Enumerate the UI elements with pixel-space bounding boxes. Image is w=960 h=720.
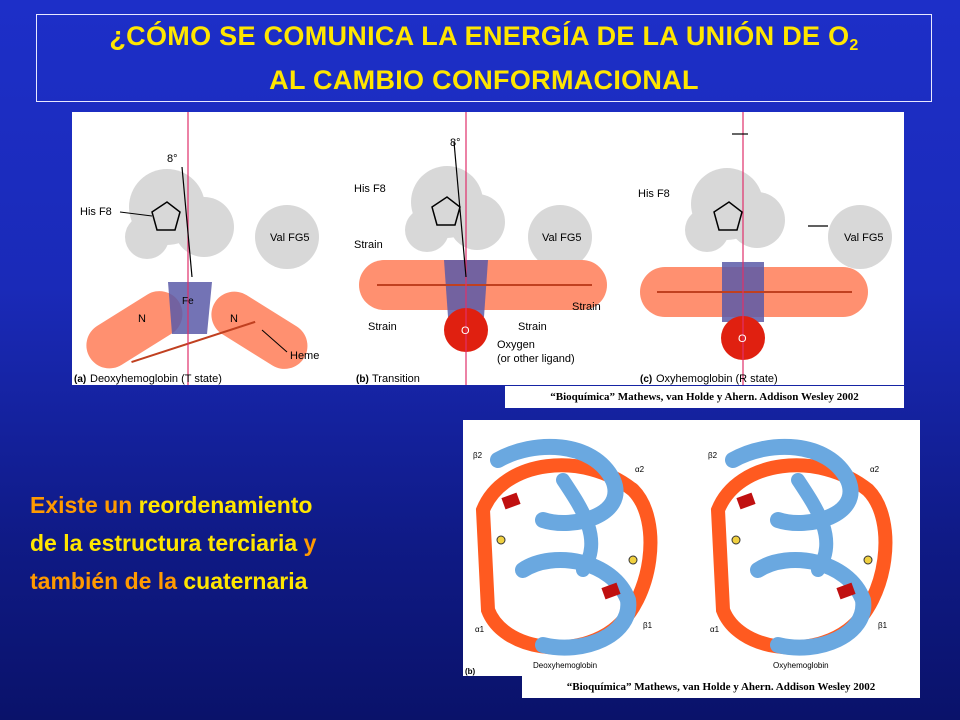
- panel-oxy: His F8 Val FG5 O (c) Oxyhemoglobin (R st…: [638, 112, 892, 385]
- text-segment: reordenamiento: [138, 492, 313, 518]
- heme-label: Heme: [290, 350, 319, 362]
- hemoglobin-diagram: β2 α2 α1 β1 Deoxyhemoglobin β2 α2 α1 β1 …: [465, 438, 893, 676]
- panel-deoxy: His F8 8° Val FG5 N N Fe Heme (a) Deoxyh…: [74, 112, 319, 385]
- his-f8-label: His F8: [354, 183, 386, 195]
- caption-oxy: Oxyhemoglobin (R state): [656, 373, 778, 385]
- citation-top: “Bioquímica” Mathews, van Holde y Ahern.…: [505, 386, 904, 408]
- val-fg5-label: Val FG5: [270, 232, 310, 244]
- val-fg5-label: Val FG5: [542, 232, 582, 244]
- caption-letter: (b): [356, 374, 369, 385]
- strain-label: Strain: [572, 301, 601, 313]
- text-segment: Existe un: [30, 492, 133, 518]
- text-segment: también de la: [30, 568, 177, 594]
- chain-label: β2: [708, 451, 718, 460]
- oxygen-text: Oxygen: [497, 339, 535, 351]
- angle-label: 8°: [167, 153, 178, 165]
- title-line-2: AL CAMBIO CONFORMACIONAL: [269, 65, 699, 95]
- caption-deoxy: Deoxyhemoglobin (T state): [90, 373, 222, 385]
- oxy-structure: β2 α2 α1 β1 Oxyhemoglobin: [708, 438, 893, 670]
- chain-label: α2: [635, 465, 645, 474]
- chain-label: β1: [643, 621, 653, 630]
- heme-conformation-figure: His F8 8° Val FG5 N N Fe Heme (a) Deoxyh…: [72, 112, 904, 385]
- text-segment: y: [303, 530, 317, 556]
- slide-title: ¿CÓMO SE COMUNICA LA ENERGÍA DE LA UNIÓN…: [36, 14, 932, 102]
- oxy-caption: Oxyhemoglobin: [773, 661, 829, 670]
- deoxy-caption: Deoxyhemoglobin: [533, 661, 597, 670]
- panel-transition: His F8 8° Val FG5 Strain Strain Strain S…: [354, 112, 607, 385]
- val-fg5-label: Val FG5: [844, 232, 884, 244]
- chain-label: α1: [710, 625, 720, 634]
- strain-label: Strain: [518, 321, 547, 333]
- caption-letter: (c): [640, 374, 652, 385]
- chain-label: β2: [473, 451, 483, 460]
- fe-label: Fe: [182, 296, 194, 307]
- heme-diagram: His F8 8° Val FG5 N N Fe Heme (a) Deoxyh…: [74, 112, 892, 385]
- chain-label: β1: [878, 621, 888, 630]
- ligand-text: (or other ligand): [497, 353, 575, 365]
- oxygen-label: O: [738, 333, 747, 345]
- deoxy-structure: β2 α2 α1 β1 Deoxyhemoglobin: [473, 438, 658, 670]
- body-text: Existe un reordenamiento de la estructur…: [30, 486, 450, 600]
- title-line-1: ¿CÓMO SE COMUNICA LA ENERGÍA DE LA UNIÓN…: [109, 21, 859, 54]
- oxygen-label: O: [461, 325, 470, 337]
- text-segment: cuaternaria: [183, 568, 308, 594]
- chain-label: α2: [870, 465, 880, 474]
- chain-label: α1: [475, 625, 485, 634]
- his-f8-label: His F8: [638, 188, 670, 200]
- n-label: N: [138, 313, 146, 325]
- strain-label: Strain: [354, 239, 383, 251]
- hemoglobin-structure-figure: β2 α2 α1 β1 Deoxyhemoglobin β2 α2 α1 β1 …: [463, 420, 920, 676]
- panel-letter: (b): [465, 667, 476, 676]
- text-segment: de la estructura terciaria: [30, 530, 298, 556]
- angle-label: 8°: [450, 137, 461, 149]
- citation-bottom: “Bioquímica” Mathews, van Holde y Ahern.…: [522, 676, 920, 698]
- strain-label: Strain: [368, 321, 397, 333]
- caption-letter: (a): [74, 374, 86, 385]
- his-f8-label: His F8: [80, 206, 112, 218]
- n-label: N: [230, 313, 238, 325]
- caption-transition: Transition: [372, 373, 420, 385]
